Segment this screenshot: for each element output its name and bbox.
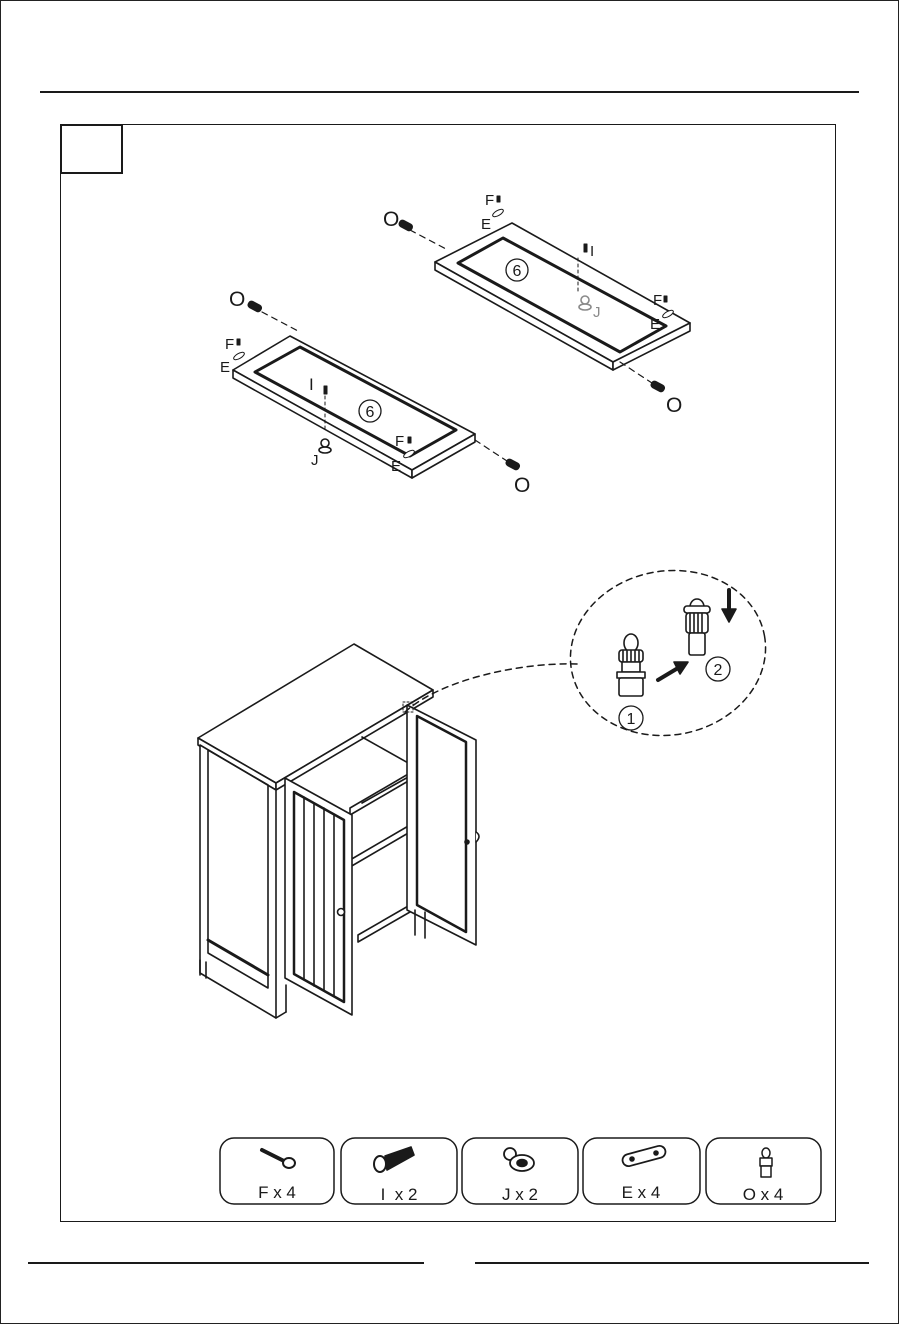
label-E-left: E [220, 359, 230, 376]
bracket-icon [621, 1145, 667, 1168]
label-F-right: F [653, 292, 662, 309]
label-F-left: F [225, 336, 234, 353]
shelf-pin-icon [760, 1148, 772, 1177]
label-J-lower: J [311, 452, 319, 469]
label-J-upper: J [593, 304, 601, 321]
label-O-3: O [229, 288, 245, 311]
label-O-1: O [383, 208, 399, 231]
label-F-lower: F [395, 433, 404, 450]
bolt-icon [374, 1147, 414, 1172]
callout-bubble [557, 555, 779, 751]
part-qty-J: J x 2 [502, 1185, 538, 1204]
label-O-2: O [666, 394, 682, 417]
label-I-lower: I [309, 375, 314, 394]
callout-step-2: 2 [714, 662, 723, 679]
door-panel-lower [233, 312, 510, 478]
part-qty-I: I x 2 [381, 1185, 418, 1204]
part-qty-F: F x 4 [258, 1183, 296, 1202]
label-E-right: E [650, 316, 660, 333]
callout-step-1: 1 [627, 711, 636, 728]
label-O-4: O [514, 474, 530, 497]
label-I-upper: I [590, 243, 594, 260]
part-qty-O: O x 4 [743, 1185, 784, 1204]
panel-number-upper: 6 [513, 263, 522, 280]
knob-icon [504, 1148, 534, 1171]
pin-detail-1 [617, 634, 645, 696]
part-qty-E: E x 4 [622, 1183, 661, 1202]
cabinet-assembled [198, 644, 479, 1018]
label-E-lower: E [391, 458, 401, 475]
pin-detail-2 [684, 599, 710, 655]
label-F-upper: F [485, 192, 494, 209]
screw-icon [262, 1150, 295, 1168]
label-E-upper: E [481, 216, 491, 233]
panel-number-lower: 6 [366, 404, 375, 421]
door-panel-upper [410, 223, 690, 385]
